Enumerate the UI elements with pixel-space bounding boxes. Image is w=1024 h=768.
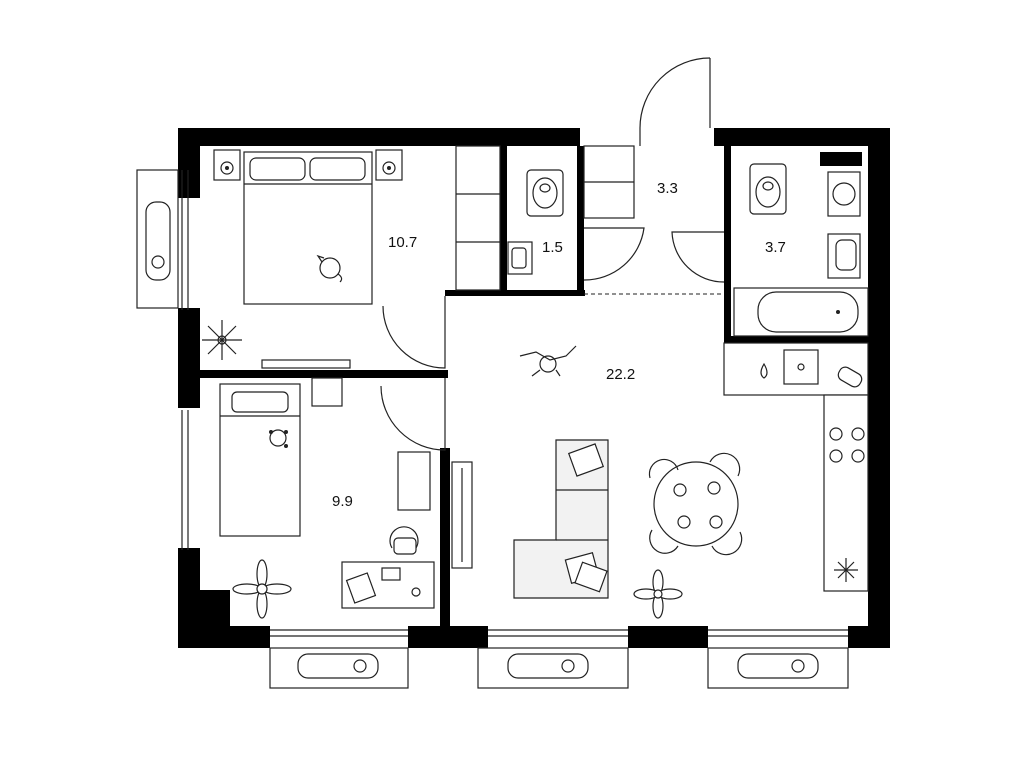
washing-machine-icon bbox=[827, 171, 861, 217]
door-swing-icon bbox=[380, 378, 446, 451]
plant-icon bbox=[633, 569, 683, 619]
walls bbox=[178, 128, 890, 648]
laptop-icon bbox=[345, 567, 401, 604]
cooktop-icon bbox=[829, 427, 865, 463]
fridge-icon bbox=[834, 558, 858, 582]
plant-icon bbox=[202, 320, 242, 360]
nightstand-lamp-icon bbox=[213, 149, 241, 181]
sofa-icon bbox=[513, 439, 609, 599]
windows bbox=[181, 170, 848, 637]
chair-icon bbox=[648, 452, 743, 556]
sink-icon bbox=[760, 349, 819, 385]
dog-icon bbox=[519, 345, 577, 377]
wardrobe-icon bbox=[455, 145, 501, 291]
bathtub-icon bbox=[733, 287, 869, 337]
room-area-label: 3.3 bbox=[657, 180, 678, 197]
hall-furniture bbox=[583, 145, 725, 295]
kitchen-counter bbox=[723, 342, 869, 592]
room-area-label: 22.2 bbox=[606, 366, 636, 383]
door-swing-icon bbox=[382, 296, 446, 369]
nightstand-lamp-icon bbox=[375, 149, 403, 181]
nightstand bbox=[311, 377, 343, 407]
washbasin-icon bbox=[827, 233, 861, 279]
room-area-label: 3.7 bbox=[765, 239, 786, 256]
door-swing-icon bbox=[639, 57, 711, 146]
shelf bbox=[261, 359, 351, 369]
plant-icon bbox=[232, 559, 292, 619]
chair-icon bbox=[389, 526, 419, 555]
room-area-label: 9.9 bbox=[332, 493, 353, 510]
kettle-icon bbox=[837, 366, 863, 388]
air-conditioner-icon bbox=[707, 647, 849, 689]
dining-table-icon bbox=[653, 461, 739, 547]
tv-icon bbox=[451, 461, 473, 569]
air-conditioner-icon bbox=[269, 647, 409, 689]
toilet-icon bbox=[749, 163, 787, 215]
room-area-label: 1.5 bbox=[542, 239, 563, 256]
washbasin-icon bbox=[507, 241, 533, 275]
dog-icon bbox=[269, 429, 288, 448]
single-bed-icon bbox=[219, 383, 301, 537]
desk-icon bbox=[341, 451, 435, 609]
toilet-icon bbox=[526, 169, 564, 217]
air-conditioner-icon bbox=[477, 647, 629, 689]
cat-icon bbox=[316, 254, 343, 283]
room-area-label: 10.7 bbox=[388, 234, 418, 251]
lamp-icon bbox=[411, 587, 421, 597]
double-bed-icon bbox=[243, 151, 373, 305]
air-conditioner-icon bbox=[136, 169, 179, 309]
